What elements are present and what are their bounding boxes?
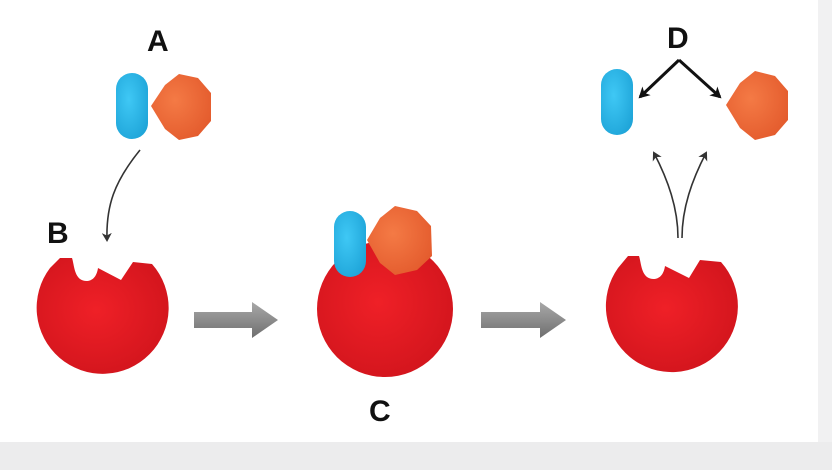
d-arrow-right (677, 58, 722, 99)
substrate-orange-part (151, 74, 211, 140)
product-orange (726, 71, 788, 140)
enzyme-released (605, 256, 738, 373)
process-arrow-2 (481, 302, 566, 338)
label-c: C (369, 395, 391, 428)
enzyme-substrate-complex-c (317, 206, 453, 377)
label-a: A (147, 25, 169, 58)
release-arrow-right (681, 151, 708, 239)
substrate-blue-part (116, 73, 148, 139)
complex-orange-part (367, 206, 432, 275)
label-d: D (667, 22, 689, 55)
binding-arrow (101, 149, 141, 242)
product-blue (601, 69, 633, 135)
enzyme-b (36, 258, 169, 374)
complex-blue-part (334, 211, 366, 277)
label-b: B (47, 217, 69, 250)
d-arrow-left (638, 58, 681, 99)
substrate-a (116, 73, 211, 140)
process-arrow-1 (194, 302, 278, 338)
enzyme-diagram (36, 58, 788, 377)
right-edge-strip (818, 0, 832, 442)
bottom-edge-strip (0, 442, 832, 470)
release-arrow-left (652, 151, 679, 239)
